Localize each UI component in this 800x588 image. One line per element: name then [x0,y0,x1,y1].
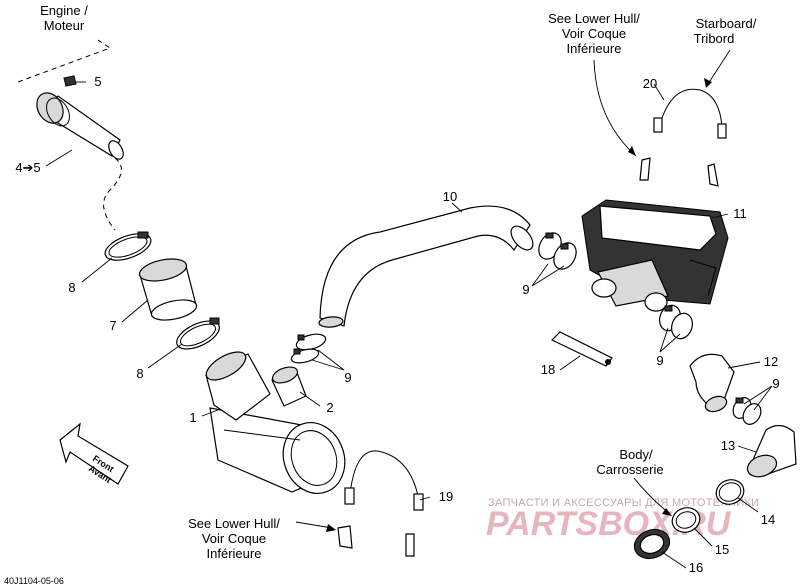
muffler-1 [205,351,346,494]
part-label-8-lower: 8 [136,366,143,381]
note-see-lower-hull-bottom: See Lower Hull/ Voir Coque Inférieure [188,516,336,561]
hose-10 [318,205,534,328]
resonator-11 [581,199,729,312]
svg-text:Inférieure: Inférieure [567,41,622,56]
part-label-18: 18 [541,362,555,377]
part-label-5: 5 [94,74,101,89]
diagram-code: 40J1104-05-06 [4,576,64,586]
watermark: ЗАПЧАСТИ И АКСЕССУАРЫ ДЛЯ МОТОТЕХНИКИ PA… [486,497,759,543]
clamps-9-resonator [659,304,693,340]
engine-outlet-pipe [36,75,124,160]
fitting-5 [63,75,77,87]
clamps-9-hose [538,232,577,270]
note-see-lower-hull-top: See Lower Hull/ Voir Coque Inférieure [548,11,640,157]
strap-18 [550,331,613,367]
svg-text:Body/: Body/ [619,447,653,462]
part-label-8-upper: 8 [68,280,75,295]
svg-text:Engine /: Engine / [40,3,88,18]
svg-text:Moteur: Moteur [44,18,85,33]
part-label-14: 14 [761,512,775,527]
part-label-9-elbow: 9 [772,376,779,391]
leader-lines [45,81,773,569]
part-label-9-hose: 9 [522,282,529,297]
part-label-16: 16 [689,560,703,575]
part-label-9-muffler: 9 [344,370,351,385]
front-arrow-icon: Front Avant [59,422,129,485]
part-label-19: 19 [439,489,453,504]
svg-text:Tribord: Tribord [694,31,735,46]
part-label-9-resonator: 9 [656,353,663,368]
part-label-2: 2 [326,400,333,415]
coupler-7 [138,258,198,321]
part-label-12: 12 [764,354,778,369]
strap-19 [337,450,424,557]
part-number-labels: 5 4➔5 8 7 8 1 2 9 10 9 11 9 18 12 9 13 1… [15,74,779,575]
part-label-1: 1 [189,410,196,425]
svg-text:Voir Coque: Voir Coque [202,531,266,546]
part-label-4-5: 4➔5 [15,160,40,175]
svg-text:See Lower Hull/: See Lower Hull/ [188,516,280,531]
part-label-10: 10 [443,189,457,204]
svg-text:Voir Coque: Voir Coque [562,26,626,41]
note-body: Body/ Carrosserie [596,447,672,516]
note-engine: Engine / Moteur [40,3,88,33]
part-label-11: 11 [733,206,747,221]
outlet-13 [746,424,797,478]
clamps-9-muffler [290,333,327,364]
svg-text:Starboard/: Starboard/ [696,16,757,31]
part-label-15: 15 [715,542,729,557]
svg-text:Inférieure: Inférieure [207,546,262,561]
elbow-12 [689,353,735,413]
hose-path [103,157,122,231]
watermark-line1: ЗАПЧАСТИ И АКСЕССУАРЫ ДЛЯ МОТОТЕХНИКИ [488,497,759,509]
part-label-13: 13 [721,438,735,453]
clamps-9-elbow [732,397,762,425]
strap-20 [639,88,727,187]
clamp-8-upper [104,231,152,261]
svg-text:See Lower Hull/: See Lower Hull/ [548,11,640,26]
part-label-20: 20 [643,76,657,91]
note-starboard: Starboard/ Tribord [694,16,757,88]
outlet-2 [271,366,307,407]
part-label-7: 7 [109,318,116,333]
clamp-8-lower [176,317,220,350]
svg-text:Carrosserie: Carrosserie [596,462,663,477]
nut-16 [633,528,671,560]
